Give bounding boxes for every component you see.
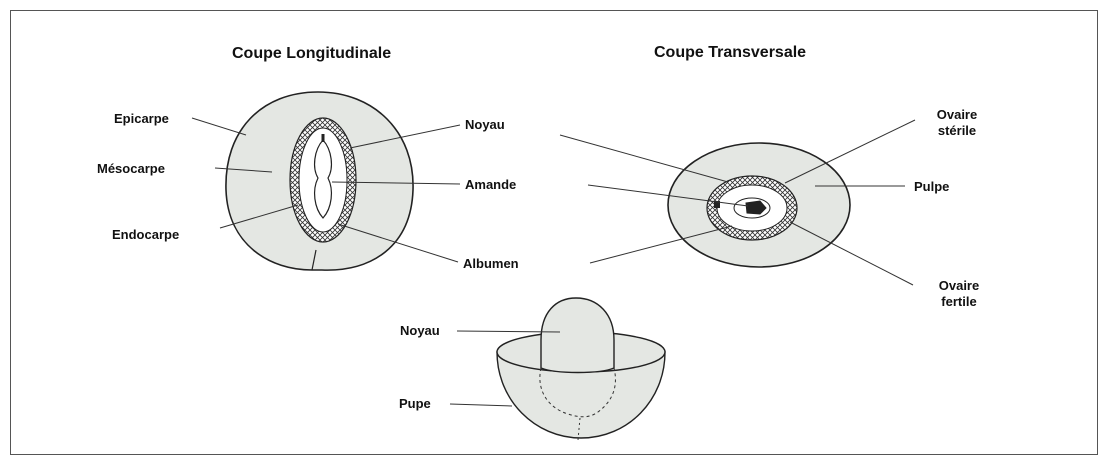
label-pupe: Pupe bbox=[399, 396, 431, 412]
olive-3d-stone bbox=[541, 298, 614, 373]
epicarpe-leader bbox=[192, 118, 246, 135]
transversal-section bbox=[668, 143, 850, 267]
label-endocarpe: Endocarpe bbox=[112, 227, 179, 243]
label-ovaire-fertile-line1: Ovaire bbox=[924, 278, 994, 294]
olive-3d bbox=[497, 298, 665, 440]
pupe-leader bbox=[450, 404, 512, 406]
longitudinal-almond bbox=[315, 140, 332, 218]
label-ovaire-sterile-line2: stérile bbox=[922, 123, 992, 139]
label-epicarpe: Epicarpe bbox=[114, 111, 169, 127]
label-mesocarpe: Mésocarpe bbox=[97, 161, 165, 177]
label-ovaire-sterile-line1: Ovaire bbox=[922, 107, 992, 123]
longitudinal-section bbox=[226, 92, 413, 270]
label-ovaire-sterile: Ovaire stérile bbox=[922, 107, 992, 139]
label-noyau-top: Noyau bbox=[465, 117, 505, 133]
title-longitudinal: Coupe Longitudinale bbox=[232, 45, 391, 63]
label-noyau-bottom: Noyau bbox=[400, 323, 440, 339]
label-ovaire-fertile-line2: fertile bbox=[924, 294, 994, 310]
title-transversal: Coupe Transversale bbox=[654, 44, 806, 62]
label-albumen: Albumen bbox=[463, 256, 519, 272]
label-pulpe: Pulpe bbox=[914, 179, 949, 195]
label-ovaire-fertile: Ovaire fertile bbox=[924, 278, 994, 310]
label-amande: Amande bbox=[465, 177, 516, 193]
